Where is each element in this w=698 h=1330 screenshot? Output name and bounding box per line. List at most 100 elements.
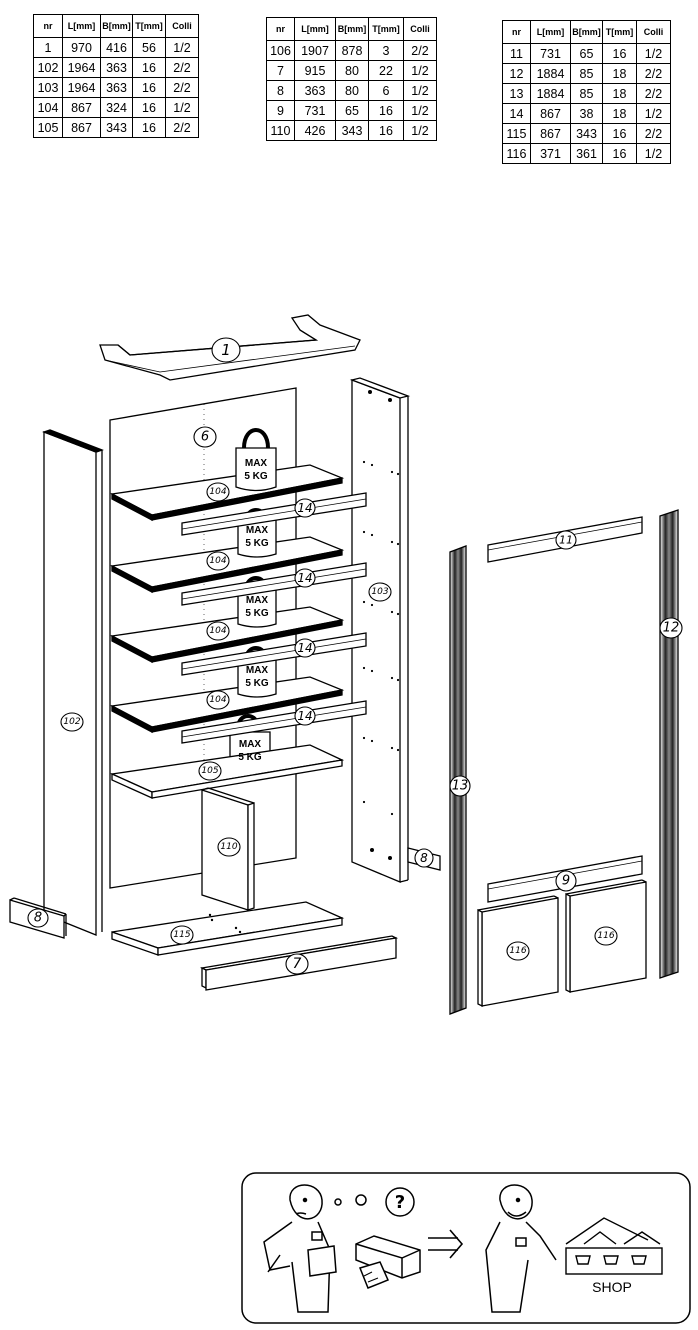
weight-kg-text: 5 KG — [244, 471, 268, 482]
table-cell: 16 — [602, 143, 637, 164]
weight-kg-text: 5 KG — [245, 538, 269, 549]
label-circle — [294, 498, 316, 518]
table-cell: 105 — [33, 117, 63, 138]
label-part-11: 11 — [559, 534, 573, 547]
table-cell: 103 — [33, 77, 63, 98]
table-cell: 18 — [602, 103, 637, 124]
table-header-row: nr L[mm] B[mm] T[mm] Colli — [266, 17, 437, 41]
label-part-14: 14 — [297, 709, 312, 723]
shelf-105 — [109, 744, 345, 800]
label-circle — [594, 926, 618, 946]
max-weight-icon — [235, 428, 277, 492]
table-cell: 371 — [530, 143, 571, 164]
table-cell: 2/2 — [165, 117, 199, 138]
label-circle — [206, 482, 230, 502]
table-cell: 85 — [570, 83, 603, 104]
table-cell: 363 — [294, 80, 336, 101]
header-thickness: T[mm] — [602, 20, 637, 44]
broken-part-icon — [355, 1235, 421, 1289]
table-cell: 867 — [62, 117, 101, 138]
table-cell: 16 — [368, 100, 404, 121]
weight-max-text: MAX — [245, 458, 268, 469]
table-cell: 104 — [33, 97, 63, 118]
table-cell: 16 — [602, 43, 637, 64]
table-cell: 110 — [266, 120, 295, 141]
table-cell: 1884 — [530, 83, 571, 104]
label-circle — [285, 953, 309, 975]
weight-max-text: MAX — [246, 525, 269, 536]
table-cell: 343 — [335, 120, 369, 141]
header-colli: Colli — [636, 20, 671, 44]
label-circle — [60, 712, 84, 732]
table-cell: 731 — [530, 43, 571, 64]
question-bubble — [385, 1187, 415, 1217]
table-cell: 2/2 — [636, 123, 671, 144]
table-cell: 1/2 — [403, 80, 437, 101]
question-mark: ? — [395, 1192, 405, 1213]
label-part-8: 8 — [420, 851, 428, 865]
table-cell: 1/2 — [636, 43, 671, 64]
label-circle — [294, 568, 316, 588]
table-cell: 970 — [62, 37, 101, 58]
label-circle — [206, 621, 230, 641]
header-width: B[mm] — [570, 20, 603, 44]
table-cell: 731 — [294, 100, 336, 121]
label-part-115: 115 — [173, 930, 190, 940]
label-part-110: 110 — [220, 842, 237, 852]
table-cell: 1/2 — [165, 37, 199, 58]
table-cell: 1/2 — [403, 60, 437, 81]
part-102-left-side — [42, 429, 104, 936]
table-cell: 1/2 — [636, 143, 671, 164]
weight-max-text: MAX — [246, 665, 269, 676]
table-cell: 1/2 — [165, 97, 199, 118]
label-circle — [506, 941, 530, 961]
table-cell: 1964 — [62, 77, 101, 98]
label-circle — [211, 337, 241, 363]
confused-person-icon — [263, 1184, 337, 1313]
label-circle — [27, 908, 49, 928]
label-part-104: 104 — [209, 626, 226, 636]
weight-kg-text: 5 KG — [245, 678, 269, 689]
label-circle — [659, 617, 683, 639]
label-circle — [206, 690, 230, 710]
label-part-8: 8 — [34, 911, 42, 926]
label-part-6: 6 — [201, 430, 209, 445]
table-cell: 867 — [530, 103, 571, 124]
table-cell: 16 — [368, 120, 404, 141]
table-cell: 106 — [266, 40, 295, 61]
label-part-14: 14 — [297, 501, 312, 515]
label-circle — [414, 848, 434, 868]
table-cell: 1907 — [294, 40, 336, 61]
label-circle — [206, 551, 230, 571]
table-cell: 1/2 — [403, 120, 437, 141]
label-circle — [368, 582, 392, 602]
label-part-104: 104 — [209, 487, 226, 497]
table-cell: 915 — [294, 60, 336, 81]
label-part-7: 7 — [293, 956, 302, 972]
shop-icon — [565, 1217, 663, 1275]
label-circle — [449, 775, 471, 797]
table-header-row: nr L[mm] B[mm] T[mm] Colli — [33, 14, 199, 38]
label-circle — [193, 426, 217, 448]
label-circle — [294, 706, 316, 726]
header-nr: nr — [33, 14, 63, 38]
label-circle — [217, 837, 241, 857]
label-part-14: 14 — [297, 641, 312, 655]
label-part-116: 116 — [597, 931, 614, 941]
help-panel — [241, 1172, 691, 1324]
label-part-14: 14 — [297, 571, 312, 585]
part-12-door-rail — [659, 509, 679, 979]
label-part-13: 13 — [452, 779, 469, 794]
table-cell: 1884 — [530, 63, 571, 84]
weight-kg-text: 5 KG — [238, 752, 262, 763]
label-part-1: 1 — [221, 341, 231, 359]
table-cell: 16 — [132, 117, 166, 138]
label-part-104: 104 — [209, 695, 226, 705]
table-cell: 343 — [100, 117, 133, 138]
